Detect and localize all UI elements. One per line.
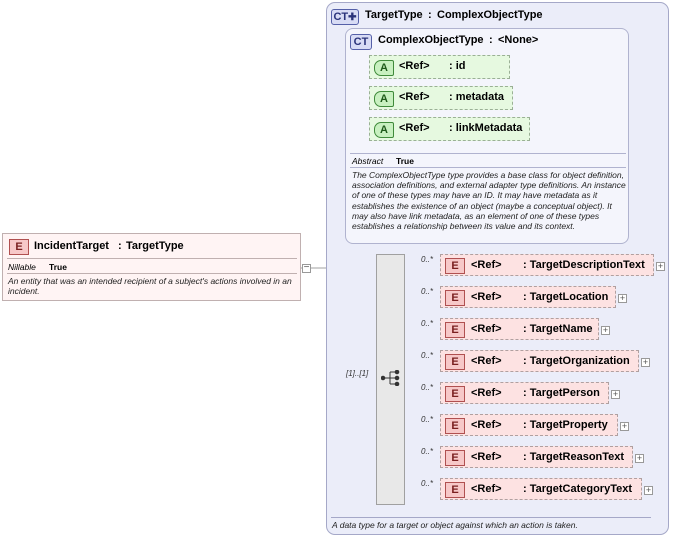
element-badge-icon: E bbox=[445, 418, 465, 434]
element-target-organization[interactable]: E <Ref> : TargetOrganization bbox=[440, 350, 639, 372]
expand-icon[interactable]: + bbox=[644, 485, 653, 495]
element-badge-icon: E bbox=[445, 322, 465, 338]
divider bbox=[331, 517, 651, 518]
element-target-category-text[interactable]: E <Ref> : TargetCategoryText bbox=[440, 478, 642, 500]
expand-icon[interactable]: + bbox=[641, 357, 650, 367]
element-target-property[interactable]: E <Ref> : TargetProperty bbox=[440, 414, 618, 436]
element-ref: <Ref> bbox=[471, 323, 502, 335]
attribute-link-metadata[interactable]: A <Ref> : linkMetadata bbox=[369, 117, 530, 141]
complex-type-badge-icon: CT bbox=[350, 34, 372, 50]
attribute-badge-icon: A bbox=[374, 122, 394, 138]
complex-type-base: ComplexObjectType bbox=[437, 9, 543, 21]
element-ref: <Ref> bbox=[471, 451, 502, 463]
expand-icon[interactable]: + bbox=[635, 453, 644, 463]
element-target-person[interactable]: E <Ref> : TargetPerson bbox=[440, 382, 609, 404]
attribute-name: : linkMetadata bbox=[449, 122, 523, 134]
element-multiplicity: 0..* bbox=[421, 415, 434, 424]
expand-collapse-icon[interactable]: − bbox=[302, 262, 311, 273]
element-target-reason-text[interactable]: E <Ref> : TargetReasonText bbox=[440, 446, 633, 468]
element-name: : TargetOrganization bbox=[523, 355, 630, 367]
complex-type-separator: : bbox=[428, 9, 432, 21]
element-multiplicity: 0..* bbox=[421, 383, 434, 392]
complex-type-description: A data type for a target or object again… bbox=[332, 520, 578, 530]
element-multiplicity: 0..* bbox=[421, 447, 434, 456]
element-ref: <Ref> bbox=[471, 355, 502, 367]
element-badge-icon: E bbox=[9, 239, 29, 255]
sequence-icon bbox=[381, 370, 400, 386]
divider bbox=[350, 153, 626, 154]
attribute-name: : metadata bbox=[449, 91, 505, 103]
attribute-name: : id bbox=[449, 60, 466, 72]
attribute-badge-icon: A bbox=[374, 91, 394, 107]
incident-target-element[interactable]: E IncidentTarget : TargetType Nillable T… bbox=[2, 233, 301, 301]
element-name: : TargetPerson bbox=[523, 387, 600, 399]
element-badge-icon: E bbox=[445, 258, 465, 274]
element-multiplicity: 0..* bbox=[421, 319, 434, 328]
abstract-value: True bbox=[396, 156, 414, 166]
element-badge-icon: E bbox=[445, 354, 465, 370]
abstract-label: Abstract bbox=[352, 156, 384, 166]
complex-object-type-base: <None> bbox=[498, 34, 539, 46]
expand-icon[interactable]: + bbox=[611, 389, 620, 399]
element-name: : TargetName bbox=[523, 323, 593, 335]
complex-type-badge-icon: CT✚ bbox=[331, 9, 359, 25]
attribute-ref: <Ref> bbox=[399, 91, 430, 103]
attribute-ref: <Ref> bbox=[399, 60, 430, 72]
element-target-name[interactable]: E <Ref> : TargetName bbox=[440, 318, 599, 340]
element-multiplicity: 0..* bbox=[421, 255, 434, 264]
complex-type-extension-icon: ✚ bbox=[348, 12, 357, 23]
element-type: TargetType bbox=[126, 240, 184, 252]
element-multiplicity: 0..* bbox=[421, 479, 434, 488]
attribute-ref: <Ref> bbox=[399, 122, 430, 134]
sequence-multiplicity: [1]..[1] bbox=[346, 369, 369, 378]
element-name: : TargetDescriptionText bbox=[523, 259, 645, 271]
element-badge-icon: E bbox=[445, 386, 465, 402]
element-ref: <Ref> bbox=[471, 483, 502, 495]
element-multiplicity: 0..* bbox=[421, 351, 434, 360]
element-ref: <Ref> bbox=[471, 291, 502, 303]
nillable-label: Nillable bbox=[8, 262, 36, 272]
divider bbox=[7, 273, 297, 274]
divider bbox=[350, 167, 626, 168]
element-name: : TargetCategoryText bbox=[523, 483, 633, 495]
element-badge-icon: E bbox=[445, 482, 465, 498]
sequence-compositor[interactable] bbox=[376, 254, 405, 505]
expand-icon[interactable]: + bbox=[601, 325, 610, 335]
expand-icon[interactable]: + bbox=[620, 421, 629, 431]
element-ref: <Ref> bbox=[471, 419, 502, 431]
element-name: : TargetLocation bbox=[523, 291, 609, 303]
complex-type-name: TargetType bbox=[365, 9, 423, 21]
element-type-separator: : bbox=[118, 240, 122, 252]
element-badge-icon: E bbox=[445, 450, 465, 466]
expand-icon[interactable]: + bbox=[656, 261, 665, 271]
element-target-location[interactable]: E <Ref> : TargetLocation bbox=[440, 286, 616, 308]
element-name: : TargetReasonText bbox=[523, 451, 625, 463]
element-ref: <Ref> bbox=[471, 259, 502, 271]
expand-icon[interactable]: + bbox=[618, 293, 627, 303]
complex-object-type-separator: : bbox=[489, 34, 493, 46]
nillable-value: True bbox=[49, 262, 67, 272]
divider bbox=[7, 258, 297, 259]
element-multiplicity: 0..* bbox=[421, 287, 434, 296]
complex-object-type-name: ComplexObjectType bbox=[378, 34, 484, 46]
element-badge-icon: E bbox=[445, 290, 465, 306]
element-name: : TargetProperty bbox=[523, 419, 608, 431]
complex-object-type-description: The ComplexObjectType type provides a ba… bbox=[352, 170, 626, 232]
attribute-id[interactable]: A <Ref> : id bbox=[369, 55, 510, 79]
element-ref: <Ref> bbox=[471, 387, 502, 399]
element-description: An entity that was an intended recipient… bbox=[8, 276, 292, 297]
attribute-badge-icon: A bbox=[374, 60, 394, 76]
element-target-description-text[interactable]: E <Ref> : TargetDescriptionText bbox=[440, 254, 654, 276]
attribute-metadata[interactable]: A <Ref> : metadata bbox=[369, 86, 513, 110]
element-name: IncidentTarget bbox=[34, 240, 109, 252]
